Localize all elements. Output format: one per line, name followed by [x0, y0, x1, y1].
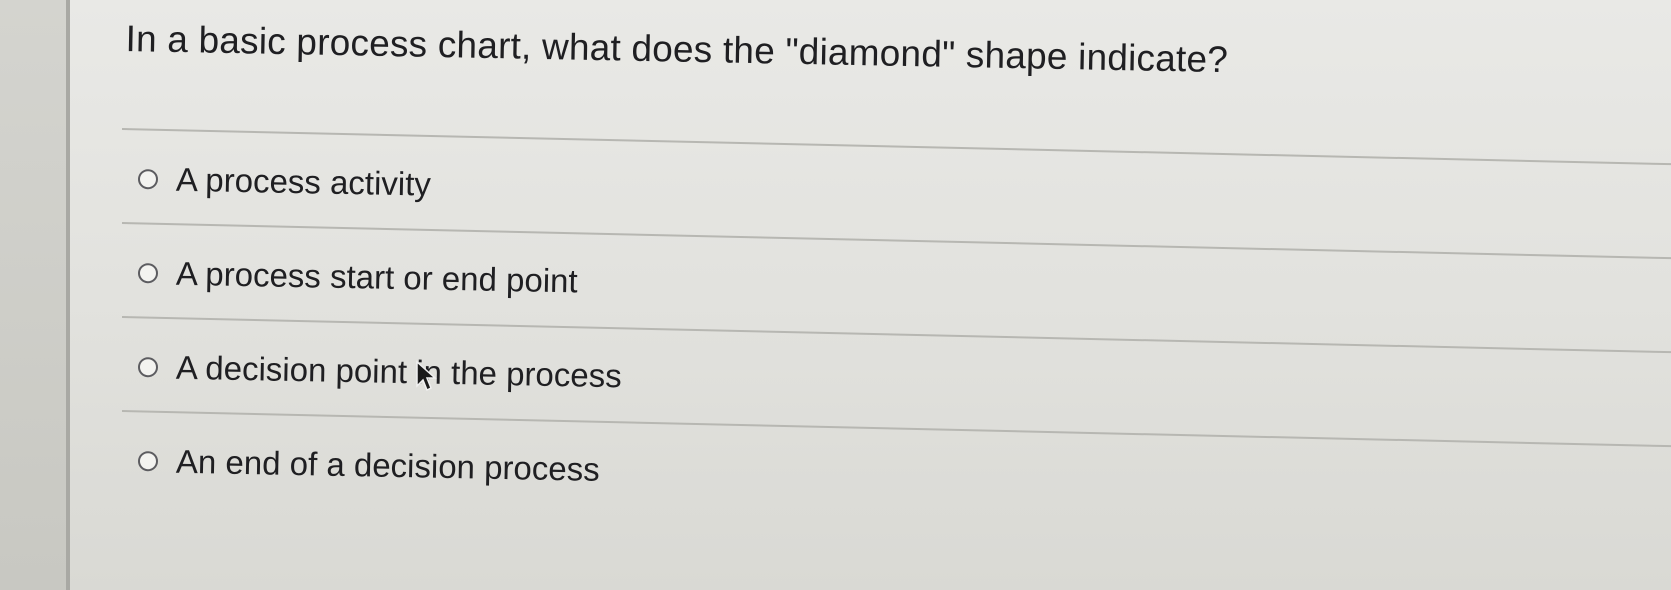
- option-d[interactable]: An end of a decision process: [137, 442, 601, 489]
- mouse-pointer-icon: [416, 360, 437, 392]
- option-a[interactable]: A process activity: [137, 160, 432, 204]
- option-label: A process start or end point: [175, 254, 579, 300]
- option-label: An end of a decision process: [175, 442, 601, 488]
- question-panel: In a basic process chart, what does the …: [70, 0, 1671, 590]
- divider: [121, 410, 1671, 448]
- option-c[interactable]: A decision point in the process: [137, 348, 623, 395]
- divider: [121, 316, 1671, 354]
- option-b[interactable]: A process start or end point: [137, 254, 579, 300]
- left-gutter: [0, 0, 66, 590]
- radio-unchecked-icon[interactable]: [137, 357, 159, 378]
- radio-unchecked-icon[interactable]: [137, 451, 159, 472]
- radio-unchecked-icon[interactable]: [137, 263, 159, 284]
- divider: [121, 128, 1671, 166]
- option-label: A process activity: [175, 160, 432, 203]
- left-border: [66, 0, 70, 590]
- question-text: In a basic process chart, what does the …: [125, 18, 1229, 81]
- option-label: A decision point in the process: [175, 348, 623, 395]
- radio-unchecked-icon[interactable]: [137, 169, 159, 190]
- divider: [121, 222, 1671, 260]
